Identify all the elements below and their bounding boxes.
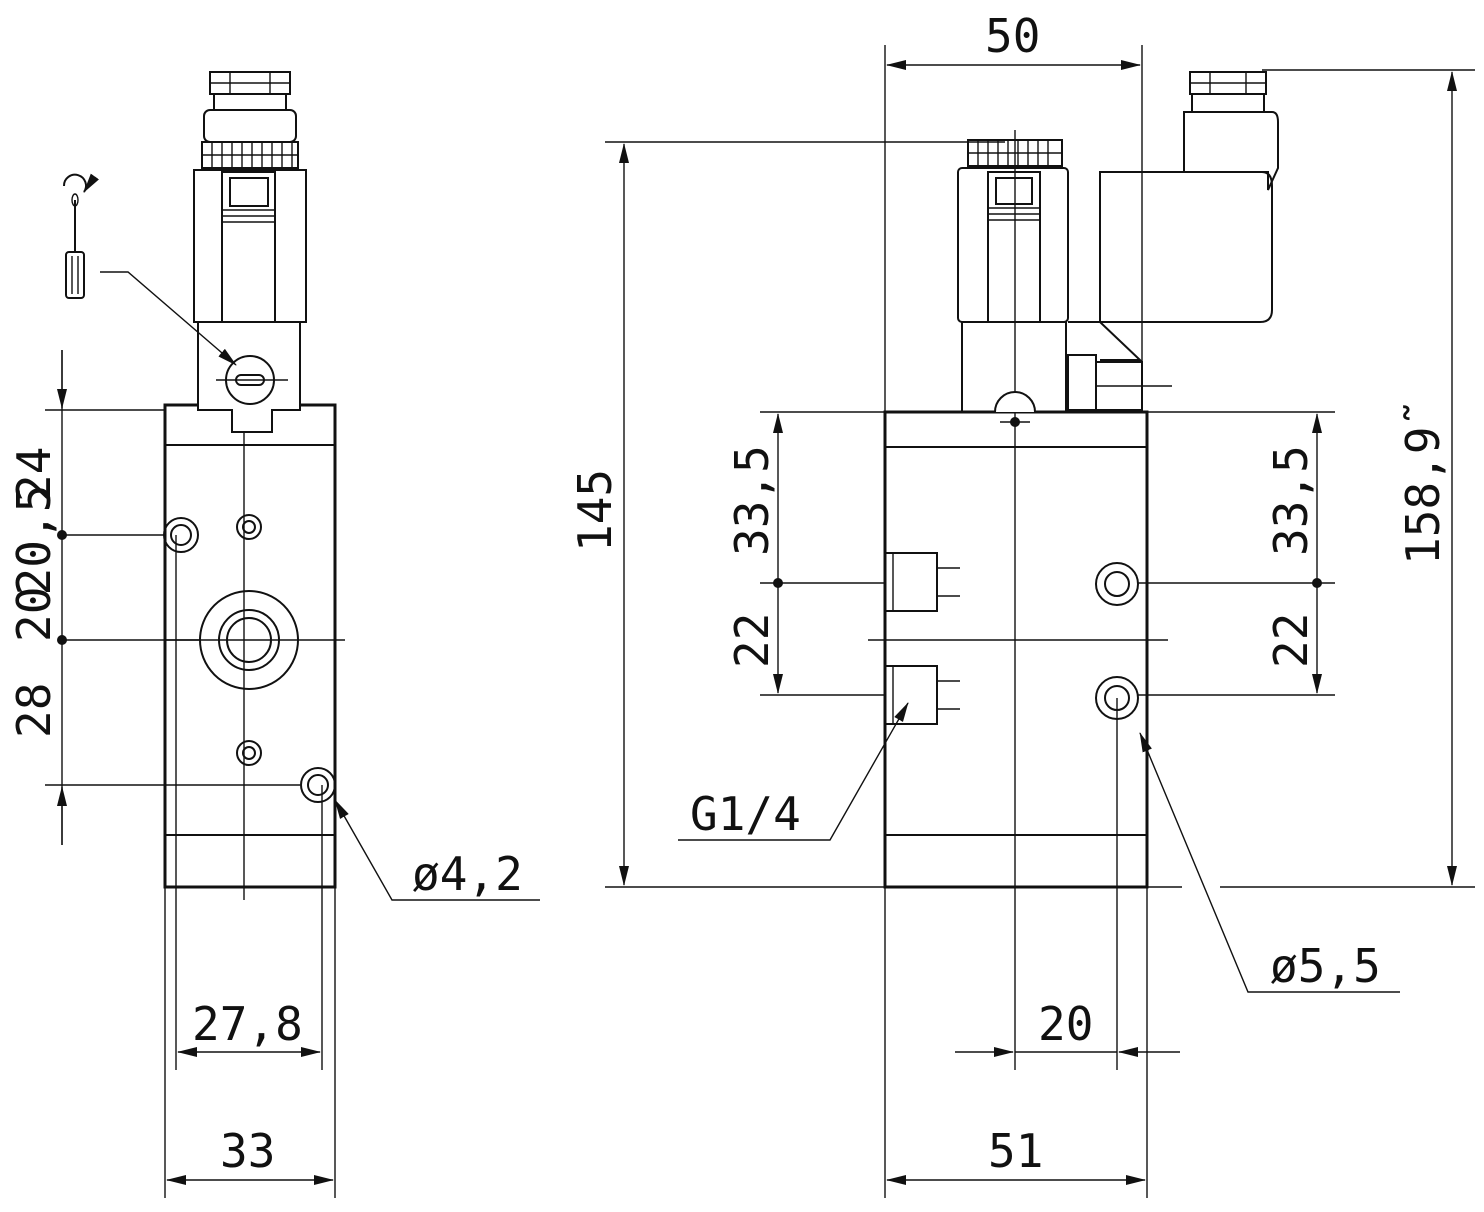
thread-label-g1-4: G1/4 [690, 787, 801, 841]
rotation-arrow-icon [62, 173, 99, 193]
leader-dia-4-2 [334, 799, 540, 901]
dim-left-24: 24 [7, 447, 61, 502]
dim-offset-20: 20 [1038, 997, 1093, 1051]
dim-dia-5-5: ø5,5 [1270, 939, 1381, 993]
dim-dia-4-2: ø4,2 [412, 847, 523, 901]
mid-dim-chain [760, 411, 885, 696]
dim-width-50: 50 [985, 9, 1040, 63]
dim-width-33: 33 [220, 1124, 275, 1178]
right-dim-chain [1138, 411, 1335, 696]
dim-width-51: 51 [988, 1124, 1043, 1178]
dim-right-22: 22 [1264, 613, 1318, 668]
dim-height-158-9: 158,9˜ [1396, 399, 1450, 565]
dim-height-145: 145 [568, 469, 622, 552]
dim-width-27-8: 27,8 [192, 997, 303, 1051]
screwdriver-leader [100, 271, 237, 366]
screwdriver-icon [65, 193, 85, 299]
dim-right-33-5: 33,5 [1264, 445, 1318, 556]
dim-left-20: 20 [7, 587, 61, 642]
left-dim-chain [45, 350, 300, 845]
dim-mid-22: 22 [725, 613, 779, 668]
dim-mid-33-5: 33,5 [725, 445, 779, 556]
leader-g1-4 [678, 702, 909, 841]
dim-left-28: 28 [7, 683, 61, 738]
left-view [163, 71, 345, 1198]
dim-left-20-5: 20,5 [7, 485, 61, 596]
leader-dia-5-5 [1139, 732, 1400, 993]
right-view [868, 45, 1279, 1198]
